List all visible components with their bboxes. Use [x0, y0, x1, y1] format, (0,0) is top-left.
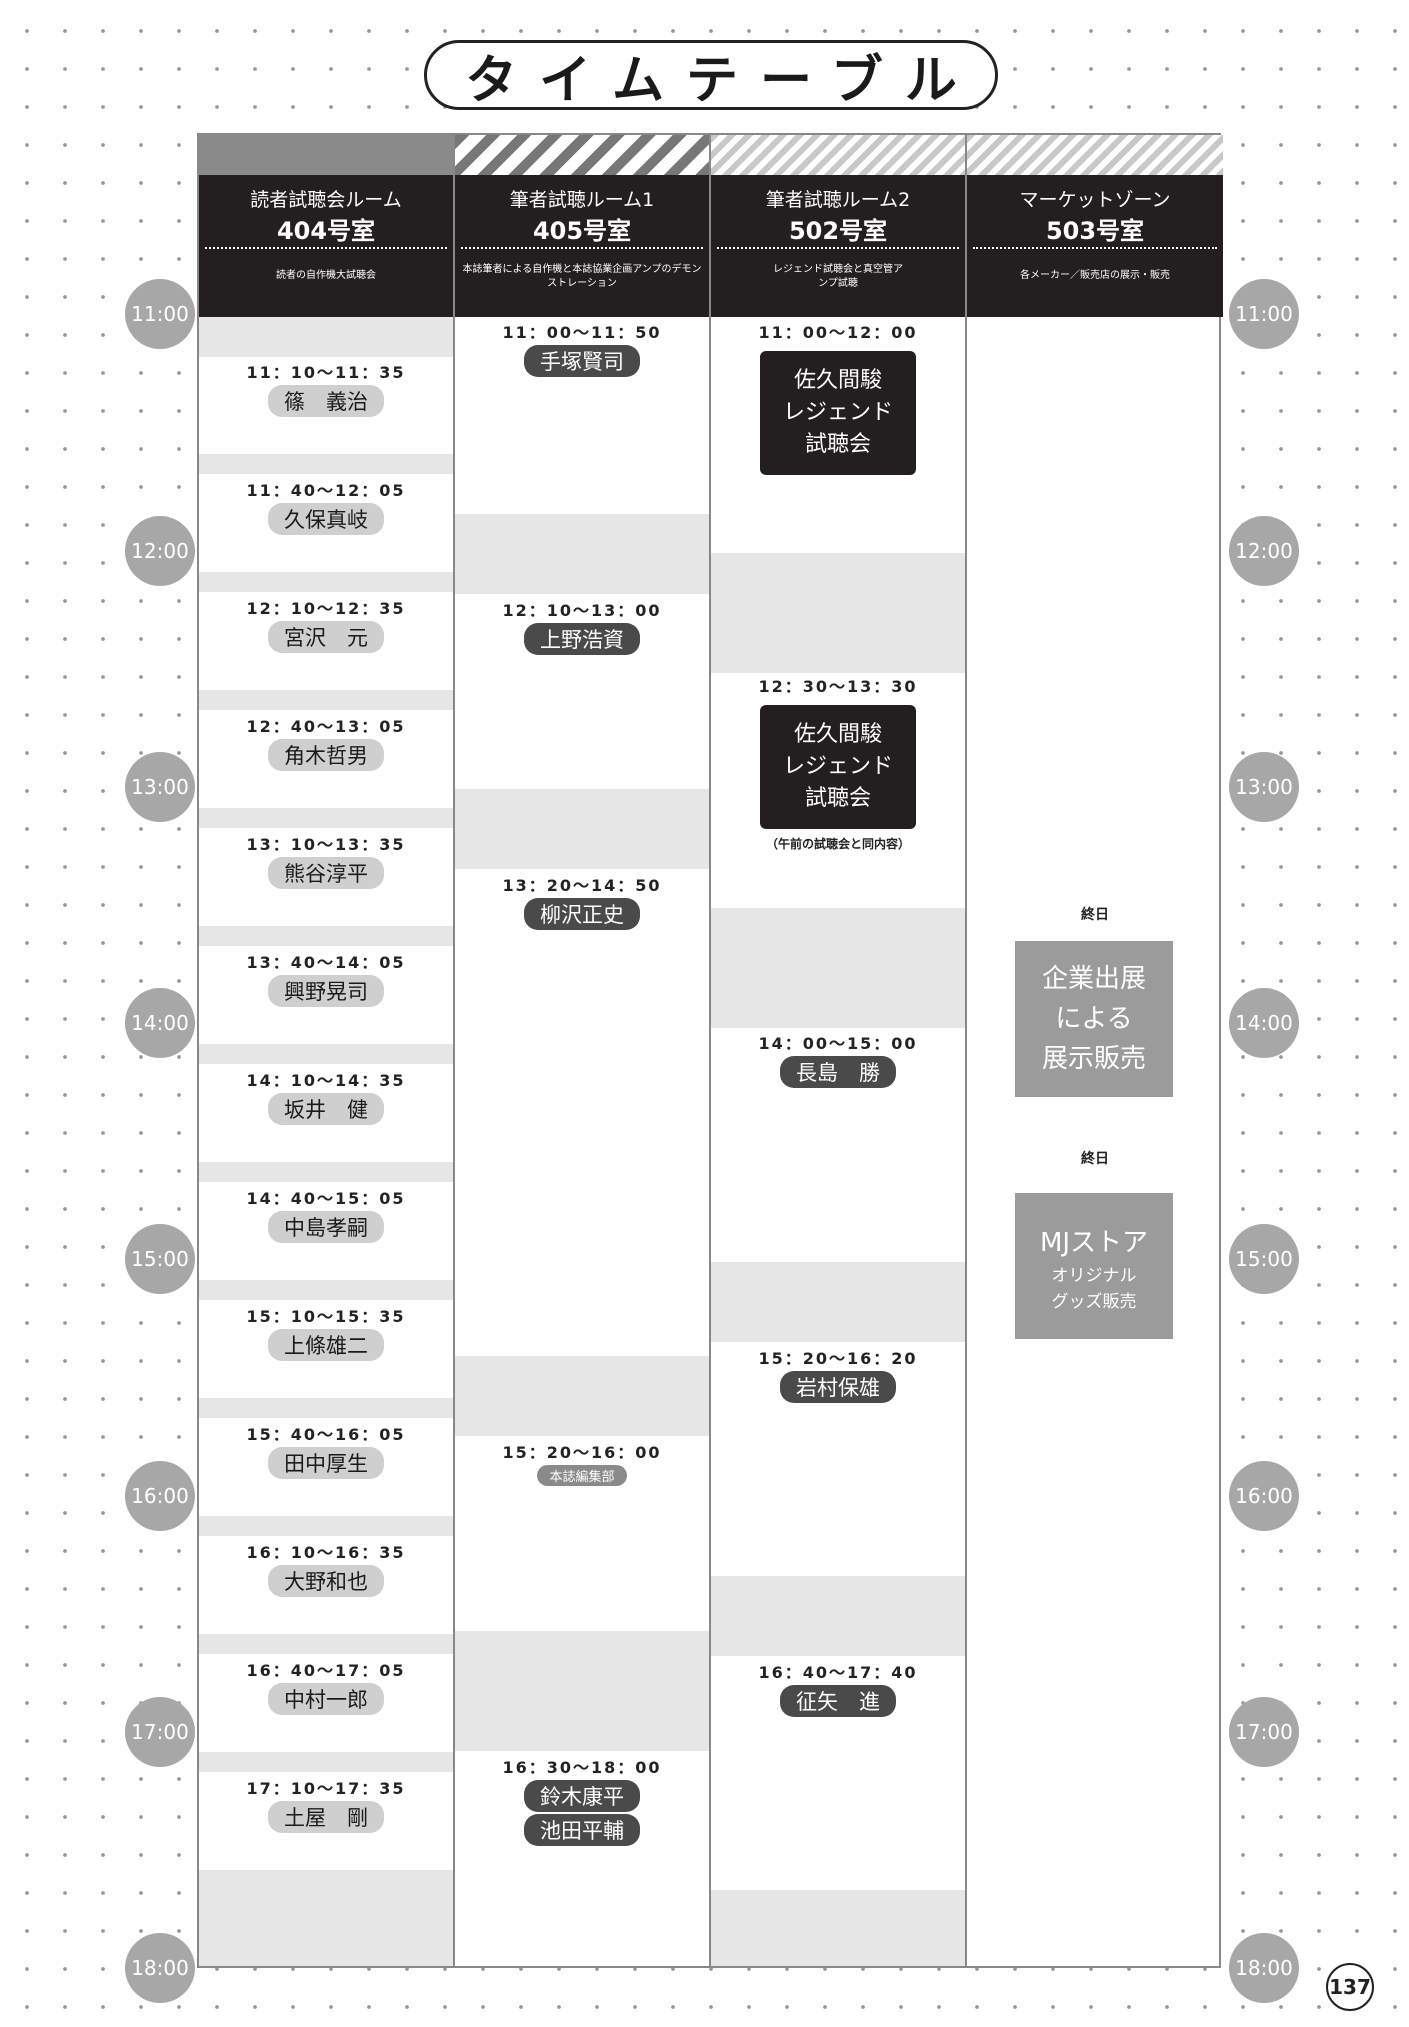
- speaker-name: 久保真岐: [268, 503, 384, 535]
- room-name: 読者試聴会ルーム: [250, 189, 402, 211]
- page-number: 137: [1326, 1963, 1374, 2011]
- room-column-503: マーケットゾーン 503号室 各メーカー／販売店の展示・販売 終日 企業出展 に…: [967, 135, 1223, 1966]
- speaker-name: 坂井 健: [268, 1093, 384, 1125]
- room-description: レジェンド試聴会と真空管アンプ試聴: [773, 264, 903, 289]
- speaker-name: 手塚賢司: [524, 345, 640, 377]
- room-description: 各メーカー／販売店の展示・販売: [1020, 270, 1170, 281]
- room-header: 読者試聴会ルーム 404号室 読者の自作機大試聴会: [199, 175, 453, 317]
- time-marker: 18:00: [1229, 1933, 1299, 2003]
- room-column-405: 筆者試聴ルーム1 405号室 本誌筆者による自作機と本誌協業企画アンプのデモンス…: [455, 135, 711, 1966]
- speaker-name: 池田平輔: [524, 1814, 640, 1846]
- column-stripe: [455, 135, 709, 175]
- time-marker: 16:00: [125, 1461, 195, 1531]
- session-note: （午前の試聴会と同内容）: [765, 837, 910, 851]
- legend-session-box: 佐久間駿 レジェンド 試聴会: [760, 351, 916, 475]
- time-marker: 14:00: [1229, 988, 1299, 1058]
- time-marker: 16:00: [1229, 1461, 1299, 1531]
- room-description: 本誌筆者による自作機と本誌協業企画アンプのデモンストレーション: [462, 264, 702, 289]
- mj-store-box: MJストア オリジナル グッズ販売: [1015, 1193, 1173, 1339]
- room-column-502: 筆者試聴ルーム2 502号室 レジェンド試聴会と真空管アンプ試聴 11：00～1…: [711, 135, 967, 1966]
- room-number: 404号室: [276, 217, 376, 245]
- speaker-name: 篠 義治: [268, 385, 384, 417]
- speaker-name: 田中厚生: [268, 1447, 384, 1479]
- list-item: 12：30～13：30 佐久間駿 レジェンド 試聴会 （午前の試聴会と同内容）: [711, 673, 965, 852]
- time-marker: 11:00: [125, 279, 195, 349]
- speaker-name: 上野浩資: [524, 623, 640, 655]
- column-stripe: [199, 135, 453, 175]
- speaker-name: 上條雄二: [268, 1329, 384, 1361]
- time-marker: 13:00: [125, 752, 195, 822]
- speaker-name: 長島 勝: [780, 1056, 896, 1088]
- time-marker: 15:00: [1229, 1224, 1299, 1294]
- speaker-name: 大野和也: [268, 1565, 384, 1597]
- speaker-name: 熊谷淳平: [268, 857, 384, 889]
- time-marker: 12:00: [1229, 516, 1299, 586]
- time-marker: 17:00: [1229, 1697, 1299, 1767]
- room-description: 読者の自作機大試聴会: [276, 270, 376, 281]
- page-title: タイムテーブル: [424, 40, 998, 111]
- speaker-name: 中島孝嗣: [268, 1211, 384, 1243]
- time-marker: 11:00: [1229, 279, 1299, 349]
- speaker-name: 鈴木康平: [524, 1780, 640, 1812]
- room-number: 503号室: [1045, 217, 1145, 245]
- room-header: 筆者試聴ルーム2 502号室 レジェンド試聴会と真空管アンプ試聴: [711, 175, 965, 317]
- all-day-label: 終日: [1081, 907, 1109, 923]
- room-name: 筆者試聴ルーム2: [765, 189, 911, 211]
- speaker-name: 柳沢正史: [524, 898, 640, 930]
- speaker-name: 宮沢 元: [268, 621, 384, 653]
- exhibition-box: 企業出展 による 展示販売: [1015, 941, 1173, 1097]
- speaker-name: 征矢 進: [780, 1685, 896, 1717]
- column-stripe: [967, 135, 1223, 175]
- room-header: 筆者試聴ルーム1 405号室 本誌筆者による自作機と本誌協業企画アンプのデモンス…: [455, 175, 709, 317]
- list-item: 11：00～12：00 佐久間駿 レジェンド 試聴会: [711, 319, 965, 475]
- room-name: 筆者試聴ルーム1: [509, 189, 655, 211]
- room-number: 405号室: [532, 217, 632, 245]
- speaker-name: 角木哲男: [268, 739, 384, 771]
- time-marker: 15:00: [125, 1224, 195, 1294]
- room-header: マーケットゾーン 503号室 各メーカー／販売店の展示・販売: [967, 175, 1223, 317]
- column-stripe: [711, 135, 965, 175]
- time-marker: 17:00: [125, 1697, 195, 1767]
- legend-session-box: 佐久間駿 レジェンド 試聴会: [760, 705, 916, 829]
- speaker-name: 興野晃司: [268, 975, 384, 1007]
- speaker-name: 中村一郎: [268, 1683, 384, 1715]
- speaker-name: 土屋 剛: [268, 1801, 384, 1833]
- speaker-name: 本誌編集部: [537, 1465, 627, 1486]
- time-marker: 18:00: [125, 1933, 195, 2003]
- speaker-name: 岩村保雄: [780, 1371, 896, 1403]
- time-marker: 14:00: [125, 988, 195, 1058]
- room-number: 502号室: [788, 217, 888, 245]
- time-marker: 12:00: [125, 516, 195, 586]
- time-marker: 13:00: [1229, 752, 1299, 822]
- all-day-label: 終日: [1081, 1151, 1109, 1167]
- room-name: マーケットゾーン: [1019, 189, 1171, 211]
